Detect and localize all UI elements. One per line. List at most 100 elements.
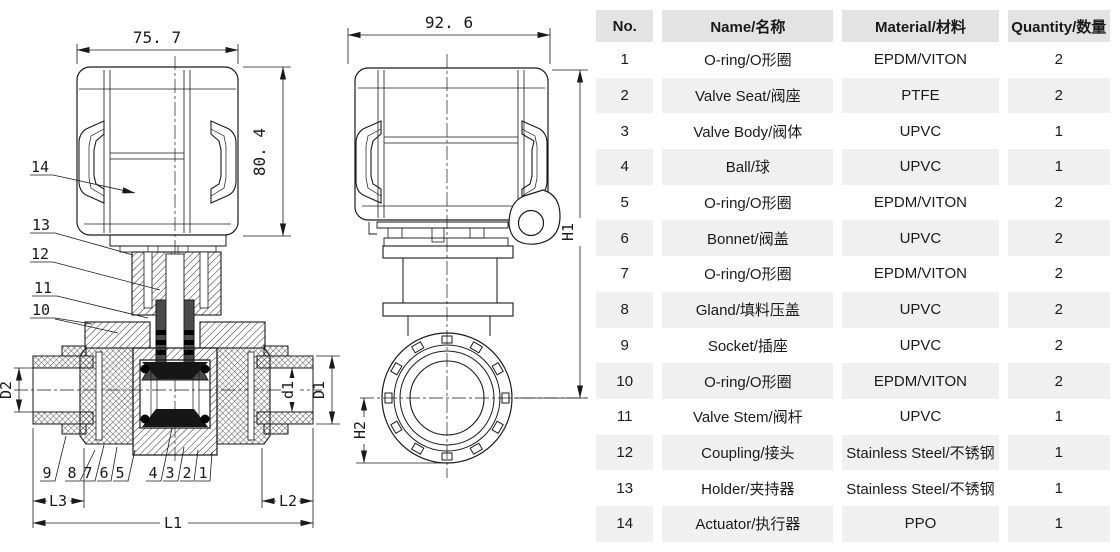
table-cell: Bonnet/阀盖 bbox=[662, 220, 834, 257]
table-cell: 2 bbox=[1007, 363, 1110, 399]
dim-d1: d1 bbox=[279, 367, 300, 413]
bonnet-flange bbox=[84, 321, 266, 349]
dim-label: D2 bbox=[0, 381, 15, 399]
table-cell: UPVC bbox=[899, 122, 942, 140]
callout-9: 9 bbox=[42, 464, 51, 482]
table-cell: UPVC bbox=[842, 220, 999, 257]
callout-numbers: 14 13 12 11 10 9 8 7 6 5 4 3 2 1 bbox=[31, 158, 208, 482]
callout-14: 14 bbox=[31, 158, 49, 176]
table-cell: UPVC bbox=[842, 149, 999, 185]
callout-12: 12 bbox=[31, 245, 49, 263]
cable-gland-circle bbox=[517, 209, 545, 237]
dim-label: H2 bbox=[351, 421, 369, 439]
table-cell: 1 bbox=[1054, 122, 1063, 140]
table-cell: 6 bbox=[596, 220, 654, 257]
table-cell: 2 bbox=[1054, 194, 1063, 212]
table-cell: PTFE bbox=[842, 77, 999, 114]
table-cell: EPDM/VITON bbox=[873, 51, 967, 69]
table-cell: O-ring/O形圈 bbox=[662, 363, 834, 399]
callout-7: 7 bbox=[83, 464, 92, 482]
table-cell: 2 bbox=[596, 77, 654, 114]
table-cell: 4 bbox=[596, 149, 654, 185]
callout-5: 5 bbox=[115, 464, 124, 482]
table-cell: Valve Stem/阀杆 bbox=[692, 409, 803, 427]
table-cell: Socket/插座 bbox=[707, 337, 788, 355]
dim-width-92-6: 92. 6 bbox=[347, 13, 551, 64]
bore-circle bbox=[409, 360, 485, 436]
dim-label: L3 bbox=[49, 492, 67, 510]
table-cell: 5 bbox=[620, 194, 629, 212]
union-nut-end-view bbox=[381, 332, 513, 464]
table-cell: 1 bbox=[1054, 479, 1063, 497]
table-cell: Holder/夹持器 bbox=[701, 480, 795, 498]
dim-label: 75. 7 bbox=[133, 28, 181, 47]
callout-13: 13 bbox=[32, 216, 50, 234]
dim-H2: H2 bbox=[351, 397, 449, 464]
dim-L1: L1 bbox=[32, 514, 314, 532]
table-cell: 1 bbox=[1054, 408, 1063, 426]
table-cell: 2 bbox=[1007, 220, 1110, 257]
table-cell: UPVC bbox=[842, 291, 999, 328]
table-cell: 14 bbox=[596, 505, 654, 542]
table-cell: EPDM/VITON bbox=[873, 265, 967, 283]
callout-1: 1 bbox=[198, 464, 207, 482]
ball-bottom bbox=[142, 409, 208, 427]
table-cell: Valve Seat/阀座 bbox=[662, 77, 834, 114]
table-cell: 2 bbox=[1054, 51, 1063, 69]
actuator-clip-right-side bbox=[521, 120, 548, 204]
table-cell: Gland/填料压盖 bbox=[662, 291, 834, 328]
dim-height-80-4: 80. 4 bbox=[243, 66, 291, 237]
dim-D2: D2 bbox=[0, 367, 60, 413]
table-cell: PPO bbox=[842, 505, 999, 542]
actuator-bracket bbox=[109, 234, 227, 247]
table-cell: O-ring/O形圈 bbox=[704, 266, 792, 284]
table-row: 3 Valve Body/阀体 UPVC 1 bbox=[596, 113, 1110, 149]
dim-label: H1 bbox=[559, 223, 577, 241]
table-cell: 1 bbox=[620, 51, 629, 69]
dim-label: D1 bbox=[310, 381, 328, 399]
dim-label: 92. 6 bbox=[425, 13, 473, 32]
table-cell: Stainless Steel/不锈钢 bbox=[842, 434, 999, 471]
mounting-neck bbox=[382, 245, 514, 336]
valve-body bbox=[132, 347, 218, 456]
dim-label: L1 bbox=[164, 514, 182, 532]
table-cell: Valve Body/阀体 bbox=[693, 123, 803, 141]
actuator-clip-left-side bbox=[355, 120, 382, 204]
table-cell: UPVC bbox=[899, 408, 942, 426]
table-cell: 3 bbox=[620, 122, 629, 140]
callout-6: 6 bbox=[99, 464, 108, 482]
dim-L2: L2 bbox=[261, 428, 314, 528]
callout-2: 2 bbox=[182, 464, 191, 482]
dim-label: d1 bbox=[279, 381, 297, 399]
table-cell: Coupling/接头 bbox=[662, 434, 834, 471]
column-header: No. bbox=[596, 10, 654, 42]
front-view-drawing: 75. 7 80. 4 D2 d1 D1 bbox=[0, 28, 340, 532]
table-cell: Actuator/执行器 bbox=[662, 505, 834, 542]
actuator-clip-left bbox=[78, 120, 105, 204]
actuator-front-outline bbox=[76, 66, 239, 253]
callout-4: 4 bbox=[148, 464, 157, 482]
table-cell: UPVC bbox=[899, 336, 942, 354]
table-cell: 9 bbox=[620, 336, 629, 354]
table-cell: 1 bbox=[1007, 505, 1110, 542]
dim-label: L2 bbox=[279, 492, 297, 510]
nut-ribs bbox=[384, 335, 510, 461]
dim-width-75-7: 75. 7 bbox=[76, 28, 239, 64]
column-header: Name/名称 bbox=[662, 10, 834, 42]
table-cell: 2 bbox=[1054, 265, 1063, 283]
